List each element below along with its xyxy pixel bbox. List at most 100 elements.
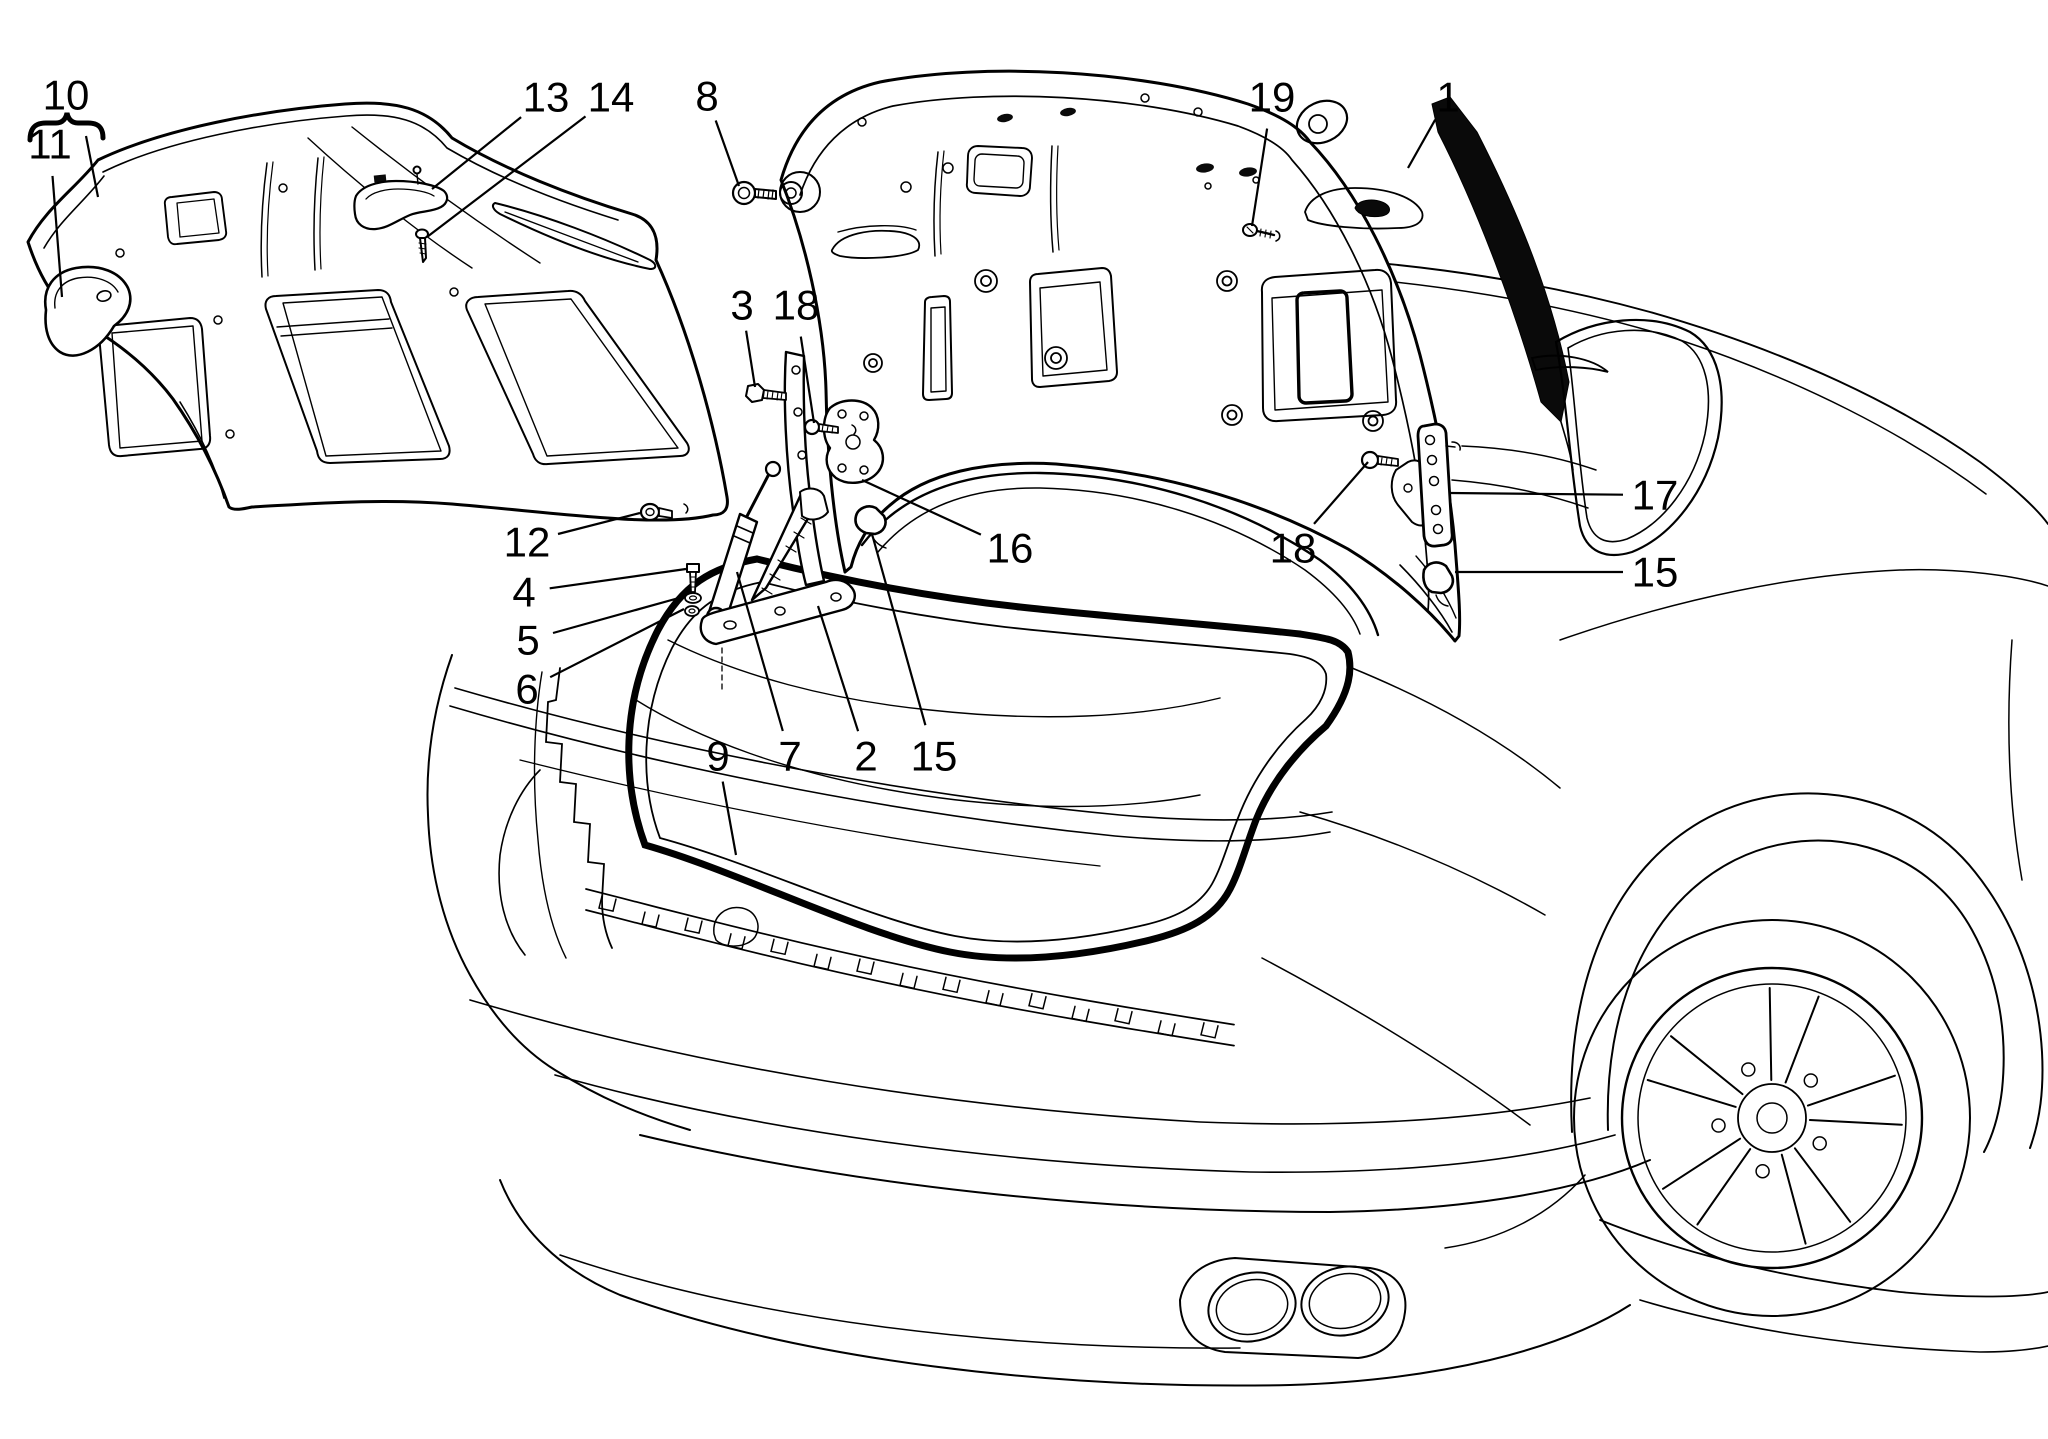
bolt-8 bbox=[731, 180, 777, 206]
quarter-window-inner bbox=[1567, 329, 1710, 543]
line-art bbox=[762, 389, 787, 401]
plate-hole-c bbox=[830, 592, 842, 602]
line-art bbox=[737, 186, 751, 200]
line-art bbox=[766, 390, 783, 401]
line-art bbox=[757, 188, 774, 200]
line-art bbox=[416, 173, 419, 185]
hub-cap bbox=[1756, 1102, 1788, 1134]
tire-outer bbox=[1573, 919, 1971, 1317]
oval-piece-hole bbox=[96, 290, 112, 302]
sill-edge-a bbox=[454, 687, 1333, 821]
cutout-small-rect-inner bbox=[176, 198, 220, 238]
line-art bbox=[1216, 270, 1238, 292]
shoulder-crease bbox=[1559, 568, 2048, 641]
wheel-lug bbox=[1711, 1118, 1726, 1133]
rocker-line bbox=[1599, 1219, 2048, 1298]
tread-band-tick bbox=[598, 895, 617, 912]
roof-line bbox=[1231, 255, 2048, 525]
wheel-lug bbox=[1812, 1136, 1827, 1151]
parcel-edge bbox=[667, 639, 1221, 718]
bumper-crease-b bbox=[554, 1074, 1616, 1173]
leader-line-18b bbox=[1313, 461, 1369, 525]
brace-leader-line bbox=[84, 135, 100, 198]
cutout-right bbox=[465, 289, 690, 466]
strut-ball-top bbox=[764, 460, 782, 478]
exhaust-tip-right-inner bbox=[1308, 1272, 1382, 1330]
tread-band-tick bbox=[770, 938, 789, 956]
screw-19 bbox=[1242, 223, 1281, 242]
line-art bbox=[1060, 107, 1076, 117]
latch-boss-hole bbox=[1308, 114, 1328, 134]
wheel-spoke bbox=[1696, 1148, 1752, 1226]
wheel-spoke bbox=[1808, 1119, 1903, 1126]
wheel-spokes bbox=[1646, 987, 1903, 1245]
rear-bumper bbox=[426, 654, 1651, 1387]
tread-band-tick bbox=[727, 933, 746, 950]
rib-a bbox=[933, 151, 939, 257]
callout-label-2: 2 bbox=[854, 733, 877, 780]
wheel-spoke bbox=[1780, 1153, 1807, 1245]
rim-inner bbox=[1637, 983, 1907, 1253]
callout-label-10: 10 bbox=[43, 72, 90, 119]
bumper-left-edge bbox=[426, 654, 691, 1131]
panel-rib-b2 bbox=[319, 156, 325, 270]
c-pillar-wedge bbox=[1431, 96, 1570, 424]
bumper-lower-edge bbox=[639, 1134, 1651, 1214]
trunk-lid-outline bbox=[779, 69, 1462, 643]
fender-outer bbox=[1570, 792, 2044, 1149]
trim-panel bbox=[26, 101, 729, 522]
line-art bbox=[1204, 182, 1212, 190]
callout-label-19: 19 bbox=[1249, 74, 1296, 121]
lid-inner-arch2 bbox=[877, 487, 1361, 635]
quarter-window-outer bbox=[1554, 318, 1723, 557]
line-art bbox=[1426, 454, 1438, 466]
bumper-wheel-join bbox=[1444, 1174, 1586, 1249]
cutout-mid bbox=[264, 289, 451, 464]
cutout-small-rect bbox=[163, 191, 228, 246]
louvre-line bbox=[837, 225, 917, 233]
line-art bbox=[225, 429, 235, 439]
tread-band-tick bbox=[942, 976, 961, 994]
floor-edge bbox=[635, 699, 1201, 808]
line-art bbox=[859, 411, 869, 421]
leader-line-19 bbox=[1250, 128, 1269, 227]
leader-line-9 bbox=[721, 781, 738, 856]
callout-label-14: 14 bbox=[588, 74, 635, 121]
assembly-brace-10 bbox=[27, 112, 106, 143]
tread-band-tick bbox=[813, 953, 832, 971]
strap-17-holes bbox=[1424, 434, 1444, 535]
cutout-center-slot bbox=[922, 295, 953, 401]
callout-label-6: 6 bbox=[515, 666, 538, 713]
line-art bbox=[868, 358, 878, 368]
panel-fold-a bbox=[351, 126, 541, 264]
line-art bbox=[1226, 409, 1238, 421]
line-art bbox=[793, 407, 803, 417]
line-art bbox=[1221, 275, 1233, 287]
rib-b bbox=[1049, 145, 1054, 253]
wheel-lug bbox=[1755, 1163, 1770, 1179]
line-art bbox=[745, 383, 765, 403]
line-art bbox=[1362, 410, 1384, 432]
exhaust-tip-left bbox=[1207, 1271, 1297, 1343]
panel-tail-inner bbox=[179, 401, 225, 499]
cutout-far-right-core bbox=[1295, 289, 1354, 405]
bolt-4 bbox=[686, 563, 700, 593]
trunk-lid bbox=[779, 69, 1462, 643]
line-art bbox=[1275, 230, 1281, 242]
bracket-13 bbox=[353, 179, 449, 231]
cutout-far-right bbox=[1260, 268, 1398, 423]
tread-plate-band bbox=[585, 888, 1235, 1047]
bracket-13-inner bbox=[365, 188, 435, 200]
arm-hatch bbox=[761, 517, 812, 595]
cutout-mid-right bbox=[1029, 267, 1118, 388]
tread-band-tick bbox=[1200, 1022, 1219, 1039]
exhaust-assembly bbox=[1178, 1256, 1407, 1360]
wheel-spoke bbox=[1768, 987, 1773, 1081]
callout-label-8: 8 bbox=[695, 73, 718, 120]
tread-band-tick bbox=[641, 911, 660, 928]
hub bbox=[1737, 1083, 1807, 1153]
line-art bbox=[213, 315, 223, 325]
line-art bbox=[857, 117, 867, 127]
